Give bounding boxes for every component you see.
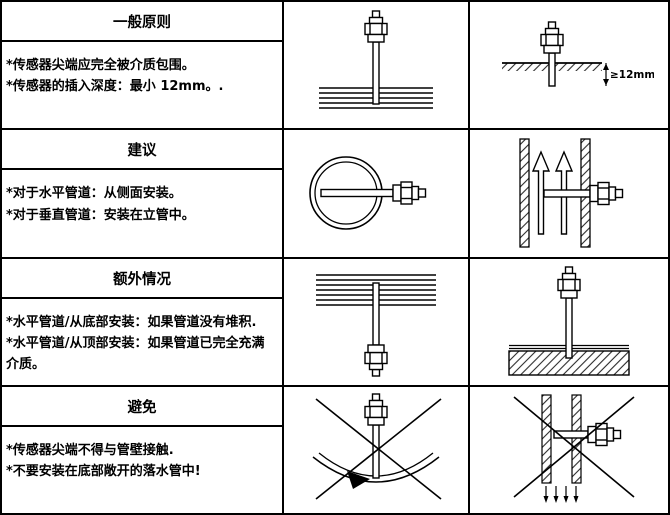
rule-line: *传感器的插入深度：最小 12mm。. (6, 79, 224, 95)
section-title: 一般原则 (2, 2, 282, 42)
rule-line: *水平管道/从顶部安装：如果管道已完全充满介质。 (6, 335, 265, 373)
rule-line: *不要安装在底部敞开的落水管中! (6, 464, 201, 480)
falling-water-arrows-icon (543, 485, 579, 503)
section-title: 额外情况 (2, 259, 282, 299)
diagram-cell (283, 257, 469, 386)
diagram-cell (469, 257, 669, 386)
min-depth-label: ≥12mm (610, 69, 654, 81)
horizontal-pipe-side-mount-diagram (309, 156, 427, 231)
section-title: 避免 (2, 387, 282, 427)
sensor-min-depth-diagram: ≥12mm (502, 21, 654, 87)
section-body: *传感器尖端应完全被介质包围。 *传感器的插入深度：最小 12mm。. (2, 42, 282, 98)
avoid-open-downpipe-diagram (513, 394, 635, 503)
section-additional-cases: 额外情况 *水平管道/从底部安装：如果管道没有堆积. *水平管道/从顶部安装：如… (1, 257, 283, 386)
rule-line: *传感器尖端应完全被介质包围。 (6, 58, 195, 73)
diagram-cell (283, 1, 469, 130)
rule-line: *对于垂直管道：安装在立管中。 (6, 207, 195, 223)
diagram-cell: ≥12mm (469, 1, 669, 130)
section-body: *水平管道/从底部安装：如果管道没有堆积. *水平管道/从顶部安装：如果管道已完… (2, 299, 282, 376)
rule-line: *传感器尖端不得与管壁接触. (6, 442, 174, 458)
avoid-tip-touching-wall-diagram (312, 393, 442, 500)
diagram-cell (283, 129, 469, 258)
section-body: *对于水平管道：从侧面安装。 *对于垂直管道：安装在立管中。 (2, 170, 282, 226)
top-mount-full-pipe-diagram (508, 265, 630, 376)
diagram-cell (469, 129, 669, 258)
section-recommendations: 建议 *对于水平管道：从侧面安装。 *对于垂直管道：安装在立管中。 (1, 129, 283, 258)
diagram-cell (469, 385, 669, 514)
rule-line: *对于水平管道：从侧面安装。 (6, 186, 182, 202)
diagram-cell (283, 385, 469, 514)
rule-line: *水平管道/从底部安装：如果管道没有堆积. (6, 314, 257, 330)
sensor-through-pipe-wall-diagram (319, 10, 433, 109)
vertical-riser-mount-diagram (519, 138, 624, 249)
contact-pointer-arrow-icon (347, 470, 370, 489)
bottom-mount-diagram (316, 273, 436, 377)
section-title: 建议 (2, 130, 282, 171)
prohibited-cross-icon (315, 398, 442, 500)
section-body: *传感器尖端不得与管壁接触. *不要安装在底部敞开的落水管中! (2, 427, 282, 483)
prohibited-cross-icon (513, 396, 635, 498)
section-general-principles: 一般原则 *传感器尖端应完全被介质包围。 *传感器的插入深度：最小 12mm。. (1, 1, 283, 130)
section-avoid: 避免 *传感器尖端不得与管壁接触. *不要安装在底部敞开的落水管中! (1, 385, 283, 514)
